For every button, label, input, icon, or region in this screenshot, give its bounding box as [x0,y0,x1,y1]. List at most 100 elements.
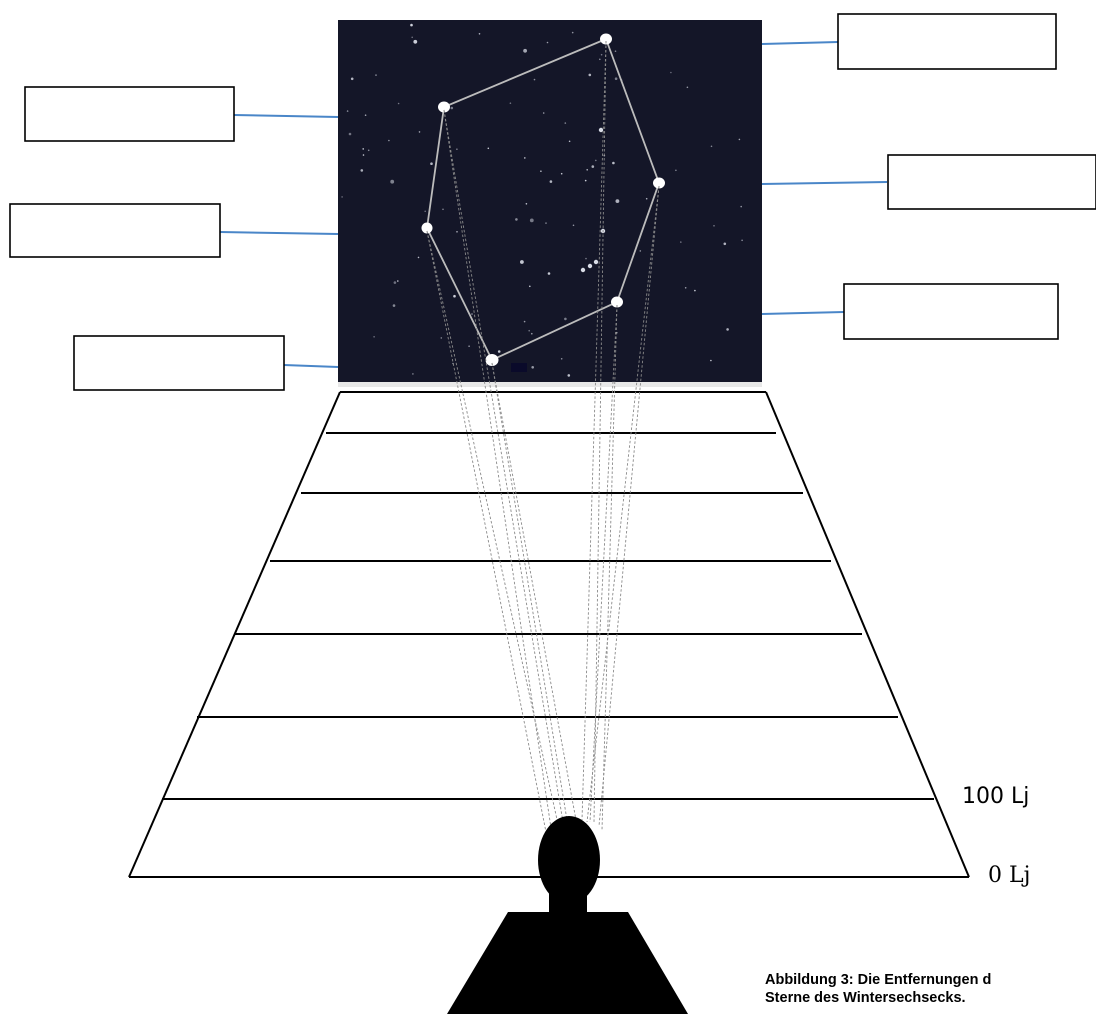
background-star [601,54,603,56]
background-star [547,42,549,44]
background-star [363,154,365,156]
sight-line-bottom-b [492,363,576,820]
background-star [711,146,713,148]
background-star [347,110,349,112]
tick-label-0: 0 Lj [988,863,1030,888]
connector-left-3 [284,365,338,367]
background-star [616,199,620,203]
background-star [592,165,595,168]
background-star [398,103,400,105]
background-star [565,122,567,124]
background-star [456,148,458,150]
observer-silhouette [447,816,688,1014]
background-star [341,196,343,198]
background-star [595,160,597,162]
background-star [524,157,526,159]
background-star [585,180,587,182]
background-star [488,148,490,150]
observer-head [538,816,600,904]
background-star [530,219,534,223]
background-star [599,128,603,132]
sight-line-bottom-a [492,363,567,820]
observer-shoulders [447,912,688,1014]
background-star [710,360,712,362]
background-star [413,40,417,44]
background-star [586,169,588,171]
background-star [675,170,677,172]
background-star [479,33,481,35]
background-star [640,250,642,252]
background-star [524,321,526,323]
background-star [572,32,574,34]
background-star [548,272,551,275]
background-star [418,257,420,259]
background-star [410,24,413,27]
background-star [349,133,352,136]
label-box-left-3[interactable] [74,336,284,390]
background-star [365,114,367,116]
background-star [362,148,364,150]
night-sky-image [338,20,762,387]
background-star [740,206,742,208]
background-star [694,290,696,292]
sky-background [338,20,762,385]
background-star [390,180,394,184]
connector-right-2 [762,182,887,184]
background-star [531,366,534,369]
label-box-right-1[interactable] [838,14,1056,69]
background-star [540,170,542,172]
background-star [375,74,377,76]
sky-bottom-border [338,382,762,387]
background-star [523,49,527,53]
background-star [646,198,648,200]
label-box-right-2[interactable] [888,155,1096,209]
caption-line-1: Abbildung 3: Die Entfernungen d [765,971,1096,989]
background-star [534,79,536,81]
background-star [594,260,598,264]
background-star [569,141,571,143]
background-star [589,74,592,77]
figure-caption: Abbildung 3: Die Entfernungen d Sterne d… [765,971,1096,1007]
background-star [498,350,501,353]
background-star [687,87,689,89]
background-star [550,180,553,183]
background-star [419,131,421,133]
background-star [612,162,615,165]
background-star [726,328,729,331]
connector-right-1 [762,42,838,44]
background-star [361,169,364,172]
background-star [411,37,413,39]
background-star [529,286,531,288]
background-star [531,333,533,335]
label-box-left-2[interactable] [10,204,220,257]
background-star [528,330,530,332]
background-star [453,295,456,298]
background-star [388,140,390,142]
label-box-right-3[interactable] [844,284,1058,339]
background-star [412,373,414,375]
background-star [456,231,458,233]
caption-line-2: Sterne des Wintersechsecks. [765,989,1096,1007]
background-star [441,337,443,339]
connector-left-2 [220,232,338,234]
background-star [615,50,617,52]
tick-label-100: 100 Lj [962,784,1029,809]
background-star [713,225,715,227]
background-star [585,258,587,260]
background-star [564,318,567,321]
background-star [394,281,397,284]
background-star [561,358,563,360]
background-star [515,218,518,221]
background-star [451,107,454,110]
background-star [573,225,575,227]
connector-right-3 [762,312,844,314]
background-star [543,112,545,114]
background-star [568,374,571,377]
label-box-left-1[interactable] [25,87,234,141]
background-star [615,77,618,80]
background-star [471,313,473,315]
background-star [393,304,396,307]
background-star [520,260,524,264]
background-star [510,102,512,104]
